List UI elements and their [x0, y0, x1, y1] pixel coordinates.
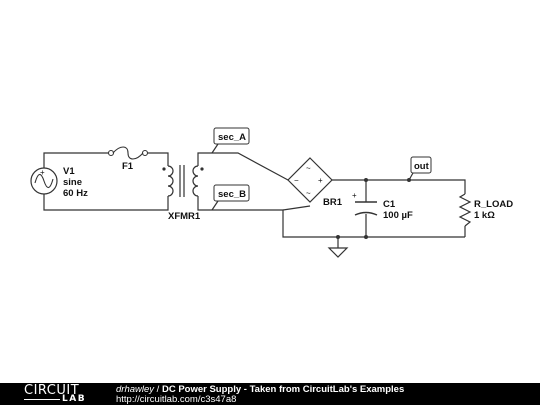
br1-ref-label: BR1 — [323, 197, 343, 208]
circuitlab-logo[interactable]: CIRCUIT LAB — [2, 383, 102, 405]
ground-triangle — [327, 247, 349, 258]
net-label-sec-b[interactable]: sec_B — [211, 184, 250, 211]
bridge-pin-ac1: ~ — [306, 164, 311, 173]
net-label-out[interactable]: out — [408, 156, 432, 181]
wire-primary-return — [43, 194, 169, 211]
title-separator: / — [154, 384, 162, 395]
c1-value-label: 100 µF — [383, 210, 413, 221]
sine-wave-icon — [34, 173, 54, 189]
cap-polarity-mark: + — [352, 191, 357, 200]
junctions — [336, 178, 411, 239]
net-label-box — [213, 127, 250, 145]
logo-wire-icon — [24, 399, 60, 400]
net-label-pointer — [211, 200, 219, 211]
junction-dot — [364, 178, 368, 182]
fuse-f1[interactable] — [107, 146, 149, 160]
junction-dot — [364, 235, 368, 239]
wires — [43, 152, 466, 248]
net-label-text: sec_A — [218, 132, 246, 143]
fuse-element — [112, 146, 144, 160]
circuit-url[interactable]: http://circuitlab.com/c3s47a8 — [116, 394, 237, 405]
author-name[interactable]: drhawley — [116, 384, 155, 395]
polarity-dot — [200, 167, 204, 171]
wire-v1-to-fuse — [43, 152, 108, 168]
junction-dot — [336, 235, 340, 239]
footer-bar: CIRCUIT LAB drhawley / DC Power Supply -… — [0, 383, 540, 405]
net-label-text: out — [414, 161, 430, 172]
ground-icon — [327, 247, 349, 258]
wire-sec-a — [197, 152, 289, 181]
circuit-title: DC Power Supply - Taken from CircuitLab'… — [161, 384, 405, 395]
polarity-dot — [162, 167, 166, 171]
transformer-xfmr1[interactable] — [167, 165, 199, 197]
xfmr1-ref-label: XFMR1 — [168, 211, 201, 222]
wire-bridge-bottom — [282, 205, 311, 211]
fuse-terminal — [141, 149, 149, 157]
cap-plate-curved — [354, 211, 378, 216]
logo-text-bottom: LAB — [62, 394, 87, 404]
wire-out — [332, 179, 466, 194]
circuit-info-line: drhawley / DC Power Supply - Taken from … — [116, 384, 404, 395]
bridge-pin-ac2: ~ — [306, 189, 311, 198]
fuse-terminal — [107, 149, 115, 157]
bridge-rectifier-br1[interactable]: ~ ~ + − — [287, 157, 333, 203]
bridge-diamond — [287, 157, 333, 203]
voltage-source-v1[interactable]: + — [30, 167, 58, 195]
wire-fuse-to-primary — [148, 152, 169, 166]
f1-ref-label: F1 — [122, 161, 134, 172]
resistor-zigzag — [458, 193, 472, 227]
v1-frequency-label: 60 Hz — [63, 188, 88, 199]
resistor-r-load[interactable] — [458, 193, 472, 227]
v1-waveform-label: sine — [63, 177, 82, 188]
schematic-diagram: + V1 sine 60 Hz F1 XFMR1 sec_A sec_B out… — [30, 127, 513, 258]
net-label-box — [213, 184, 250, 202]
bridge-pin-pos: + — [318, 176, 323, 185]
plus-sign: + — [40, 168, 45, 177]
net-label-sec-a[interactable]: sec_A — [211, 127, 250, 154]
primary-coil — [167, 165, 174, 197]
r-load-ref-label: R_LOAD — [474, 199, 513, 210]
logo-text-top: CIRCUIT — [24, 383, 80, 398]
net-label-pointer — [211, 143, 219, 154]
net-label-pointer — [408, 172, 414, 181]
net-label-text: sec_B — [218, 189, 246, 200]
c1-ref-label: C1 — [383, 199, 396, 210]
bridge-pin-neg: − — [294, 176, 299, 185]
net-label-box — [410, 156, 432, 174]
secondary-coil — [192, 165, 199, 197]
v1-ref-label: V1 — [63, 166, 75, 177]
capacitor-c1[interactable] — [354, 201, 378, 216]
r-load-value-label: 1 kΩ — [474, 210, 495, 221]
